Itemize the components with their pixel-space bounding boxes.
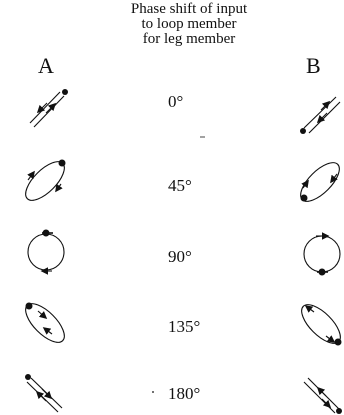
phase-label-45: 45°: [168, 176, 192, 195]
trajectory-b-0: [300, 96, 341, 134]
phase-label-135: 135°: [168, 317, 201, 336]
column-label-b: B: [306, 53, 321, 78]
heading-line-2: to loop member: [141, 16, 237, 32]
dot-marker: [25, 374, 31, 380]
trajectory-b-90: [303, 232, 341, 276]
dot-marker: [62, 89, 68, 95]
dot-marker: [300, 128, 306, 134]
dot-marker: [25, 302, 33, 310]
heading-line-3: for leg member: [142, 31, 236, 47]
dot-marker: [318, 268, 326, 276]
trajectory-a-180: [25, 374, 63, 413]
speck-mark: [152, 391, 154, 393]
dot-marker: [300, 194, 308, 202]
trajectory-a-0: [29, 89, 68, 128]
phase-label-0: 0°: [168, 92, 184, 111]
trajectory-a-135: [25, 302, 65, 343]
dot-marker: [42, 229, 50, 237]
trajectory-b-135: [301, 304, 342, 346]
column-label-a: A: [38, 53, 54, 78]
trajectory-a-90: [27, 229, 65, 275]
heading-line-1: Phase shift of input: [130, 1, 248, 17]
trajectory-b-180: [303, 377, 342, 414]
trajectory-a-45: [25, 159, 66, 201]
phase-label-90: 90°: [168, 247, 192, 266]
trajectory-b-45: [300, 162, 340, 202]
dot-marker: [334, 338, 342, 346]
dot-marker: [336, 408, 342, 414]
dot-marker: [58, 159, 66, 167]
phase-label-180: 180°: [168, 384, 201, 403]
heading: Phase shift of input to loop member for …: [110, 2, 268, 47]
